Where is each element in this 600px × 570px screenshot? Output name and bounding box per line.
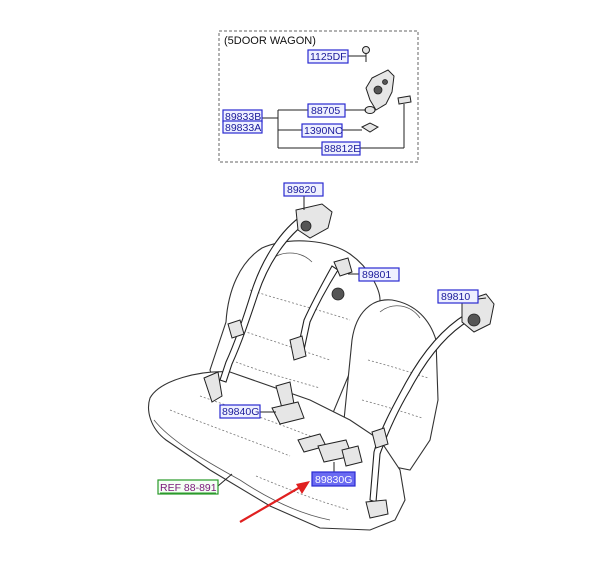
svg-text:89820: 89820 [287,184,316,196]
side-bolt-icon [397,95,412,105]
seat-cushion [148,371,406,531]
label-89830G-highlighted[interactable]: 89830G [311,471,356,487]
label-89801[interactable]: 89801 [358,267,400,282]
label-1125DF[interactable]: 1125DF [307,49,349,64]
svg-text:89833A: 89833A [225,122,261,134]
svg-text:89830G: 89830G [315,474,352,486]
rear-seat-drawing [148,240,439,531]
svg-text:88812E: 88812E [324,143,360,155]
label-89820[interactable]: 89820 [283,182,324,197]
inset-caption: (5DOOR WAGON) [224,35,316,47]
retractor-icon-3 [467,313,481,327]
svg-text:1390NC: 1390NC [304,125,343,137]
buckle-89830G [297,433,363,467]
svg-text:REF 88-891: REF 88-891 [160,482,217,494]
svg-text:1125DF: 1125DF [310,51,347,63]
label-88812E[interactable]: 88812E [321,141,361,156]
nut-icon [360,106,380,133]
red-pointer-arrow [239,481,310,523]
svg-text:89810: 89810 [441,291,470,303]
svg-text:89833B: 89833B [225,111,261,123]
inset-wagon-detail: (5DOOR WAGON) [218,30,419,163]
label-89840G[interactable]: 89840G [219,404,261,419]
svg-text:88705: 88705 [311,105,340,117]
right-backrest [343,299,439,471]
belt-89801-assembly [289,257,353,361]
ref-88-891-link[interactable]: REF 88-891 [157,479,219,495]
svg-text:89801: 89801 [362,269,391,281]
label-1390NC[interactable]: 1390NC [301,123,343,138]
buckle-89840G [271,381,305,425]
anchor-bracket-icon [365,69,395,111]
label-88705[interactable]: 88705 [307,103,346,118]
label-89833A[interactable]: 89833A [222,120,263,134]
label-89810[interactable]: 89810 [437,289,479,304]
svg-text:89840G: 89840G [222,406,259,418]
retractor-icon-2 [331,287,345,301]
belt-89820-assembly [203,203,333,403]
retractor-icon [300,220,312,232]
